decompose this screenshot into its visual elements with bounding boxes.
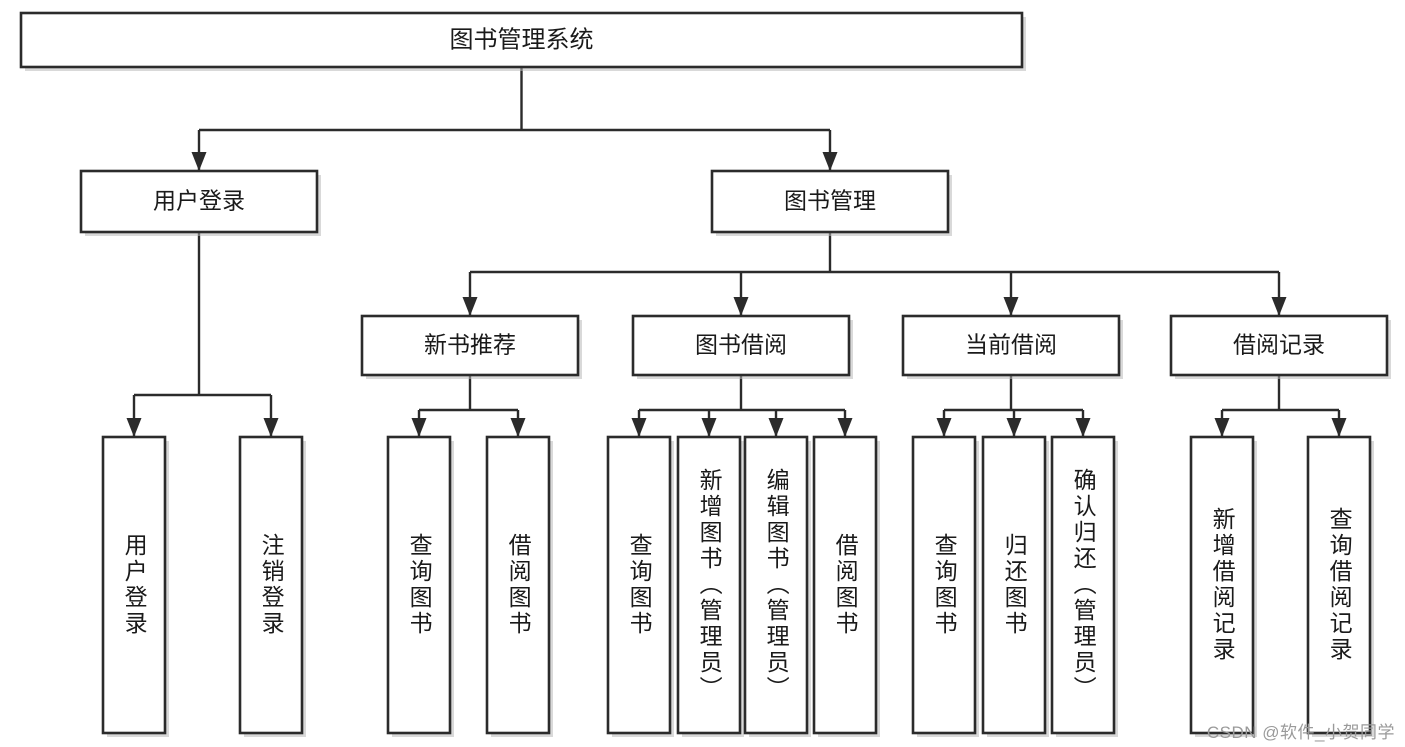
- node-borrow-record[interactable]: 借阅记录: [1169, 314, 1391, 379]
- edge-arrowhead: [822, 152, 838, 171]
- node-leaf-cb-confirm[interactable]: [1050, 435, 1118, 737]
- node-label-book-manage: 图书管理: [784, 188, 876, 214]
- edge-arrowhead: [936, 418, 952, 437]
- node-user-login[interactable]: 用户登录: [79, 169, 321, 236]
- node-label-book-borrow: 图书借阅: [695, 332, 787, 358]
- node-leaf-nbr-borrow[interactable]: [485, 435, 553, 737]
- edge-group-borrow-record: [1214, 375, 1347, 437]
- node-leaf-cb-query[interactable]: [911, 435, 979, 737]
- edge-arrowhead: [701, 418, 717, 437]
- node-leaf-bb-add[interactable]: [676, 435, 744, 737]
- edge-arrowhead: [733, 297, 749, 316]
- node-label-current-borrow: 当前借阅: [965, 332, 1057, 358]
- node-new-book-rec[interactable]: 新书推荐: [360, 314, 582, 379]
- node-leaf-user-login[interactable]: [101, 435, 169, 737]
- node-leaf-br-add[interactable]: [1189, 435, 1257, 737]
- edge-group-book-borrow: [631, 375, 853, 437]
- node-book-borrow[interactable]: 图书借阅: [631, 314, 853, 379]
- edge-arrowhead: [263, 418, 279, 437]
- edge-group-current-borrow: [936, 375, 1091, 437]
- node-root[interactable]: 图书管理系统: [19, 11, 1026, 71]
- edge-arrowhead: [1214, 418, 1230, 437]
- edge-arrowhead: [191, 152, 207, 171]
- node-leaf-br-query[interactable]: [1306, 435, 1374, 737]
- edge-group-book-manage: [462, 232, 1287, 316]
- edge-arrowhead: [631, 418, 647, 437]
- edge-arrowhead: [126, 418, 142, 437]
- node-leaf-cb-return[interactable]: [981, 435, 1049, 737]
- edge-arrowhead: [510, 418, 526, 437]
- edges-layer: [126, 67, 1347, 437]
- node-label-root: 图书管理系统: [450, 26, 594, 53]
- edge-arrowhead: [411, 418, 427, 437]
- node-current-borrow[interactable]: 当前借阅: [901, 314, 1123, 379]
- edge-arrowhead: [1006, 418, 1022, 437]
- node-leaf-user-logout[interactable]: [238, 435, 306, 737]
- node-book-manage[interactable]: 图书管理: [710, 169, 952, 236]
- edge-arrowhead: [1331, 418, 1347, 437]
- edge-arrowhead: [462, 297, 478, 316]
- node-leaf-nbr-query[interactable]: [386, 435, 454, 737]
- node-leaf-bb-borrow[interactable]: [812, 435, 880, 737]
- edge-arrowhead: [768, 418, 784, 437]
- node-label-borrow-record: 借阅记录: [1233, 332, 1325, 358]
- node-label-new-book-rec: 新书推荐: [424, 332, 516, 358]
- edge-group-new-book-rec: [411, 375, 526, 437]
- edge-arrowhead: [1003, 297, 1019, 316]
- edge-arrowhead: [837, 418, 853, 437]
- edge-group-user-login: [126, 232, 279, 437]
- edge-arrowhead: [1075, 418, 1091, 437]
- edge-group-root: [191, 67, 838, 171]
- edge-arrowhead: [1271, 297, 1287, 316]
- node-leaf-bb-query[interactable]: [606, 435, 674, 737]
- watermark-text: CSDN @软件_小贺同学: [1206, 723, 1395, 742]
- node-label-user-login: 用户登录: [153, 188, 245, 214]
- node-leaf-bb-edit[interactable]: [743, 435, 811, 737]
